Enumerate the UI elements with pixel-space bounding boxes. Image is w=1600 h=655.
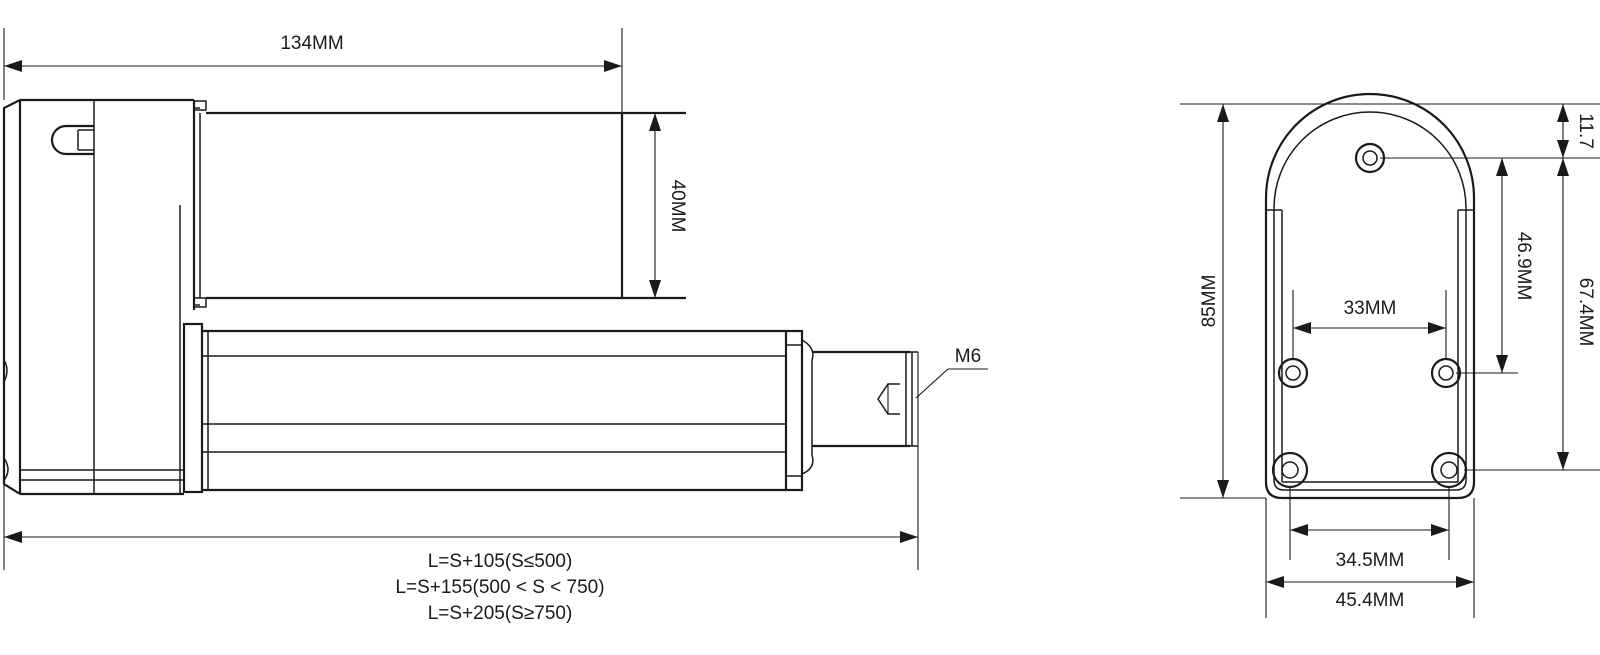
lower-height-dimension: 67.4MM [1557,158,1596,470]
length-formula-2: L=S+155(500 < S < 750) [395,577,604,598]
thread-callout: M6 [915,346,988,399]
upper-hole-spacing-dimension: 33MM [1292,290,1447,358]
outer-tube [182,322,786,494]
total-length-dimension: L=S+105(S≤500) L=S+155(500 < S < 750) L=… [3,352,919,624]
vertical-hole-span-dimension: 46.9MM [1496,158,1534,373]
mounting-hole-mid-left [1277,357,1309,389]
motor-diameter-label: 40MM [667,180,688,233]
body-length-label: 134MM [280,33,343,54]
lower-height-label: 67.4MM [1575,278,1596,347]
base-width-label: 45.4MM [1336,590,1405,611]
motor-diameter-dimension: 40MM [649,113,688,298]
end-view: 85MM 11.7 46.9MM 67.4MM [1180,92,1600,618]
lower-hole-spacing-label: 34.5MM [1336,550,1405,571]
gearbox-housing [2,98,207,496]
mounting-hole-top [1354,142,1386,174]
vertical-hole-span-label: 46.9MM [1513,232,1534,301]
end-view-outline [1264,92,1476,500]
body-length-dimension: 134MM [4,33,622,72]
height-label: 85MM [1199,275,1220,328]
length-formula-3: L=S+205(S≥750) [428,603,573,624]
mounting-hole-mid-right [1430,357,1462,389]
height-dimension: 85MM [1180,103,1370,499]
top-offset-label: 11.7 [1575,113,1596,149]
length-formula-1: L=S+105(S≤500) [428,551,573,572]
side-view: 134MM [2,28,988,624]
thread-label: M6 [955,346,981,367]
lower-hole-spacing-dimension: 34.5MM [1289,487,1450,571]
upper-hole-spacing-label: 33MM [1344,298,1397,319]
motor [199,111,686,300]
front-collar [784,329,814,492]
top-offset-dimension: 11.7 [1557,104,1596,158]
base-width-dimension: 45.4MM [1265,498,1475,618]
rod-end [812,350,918,448]
